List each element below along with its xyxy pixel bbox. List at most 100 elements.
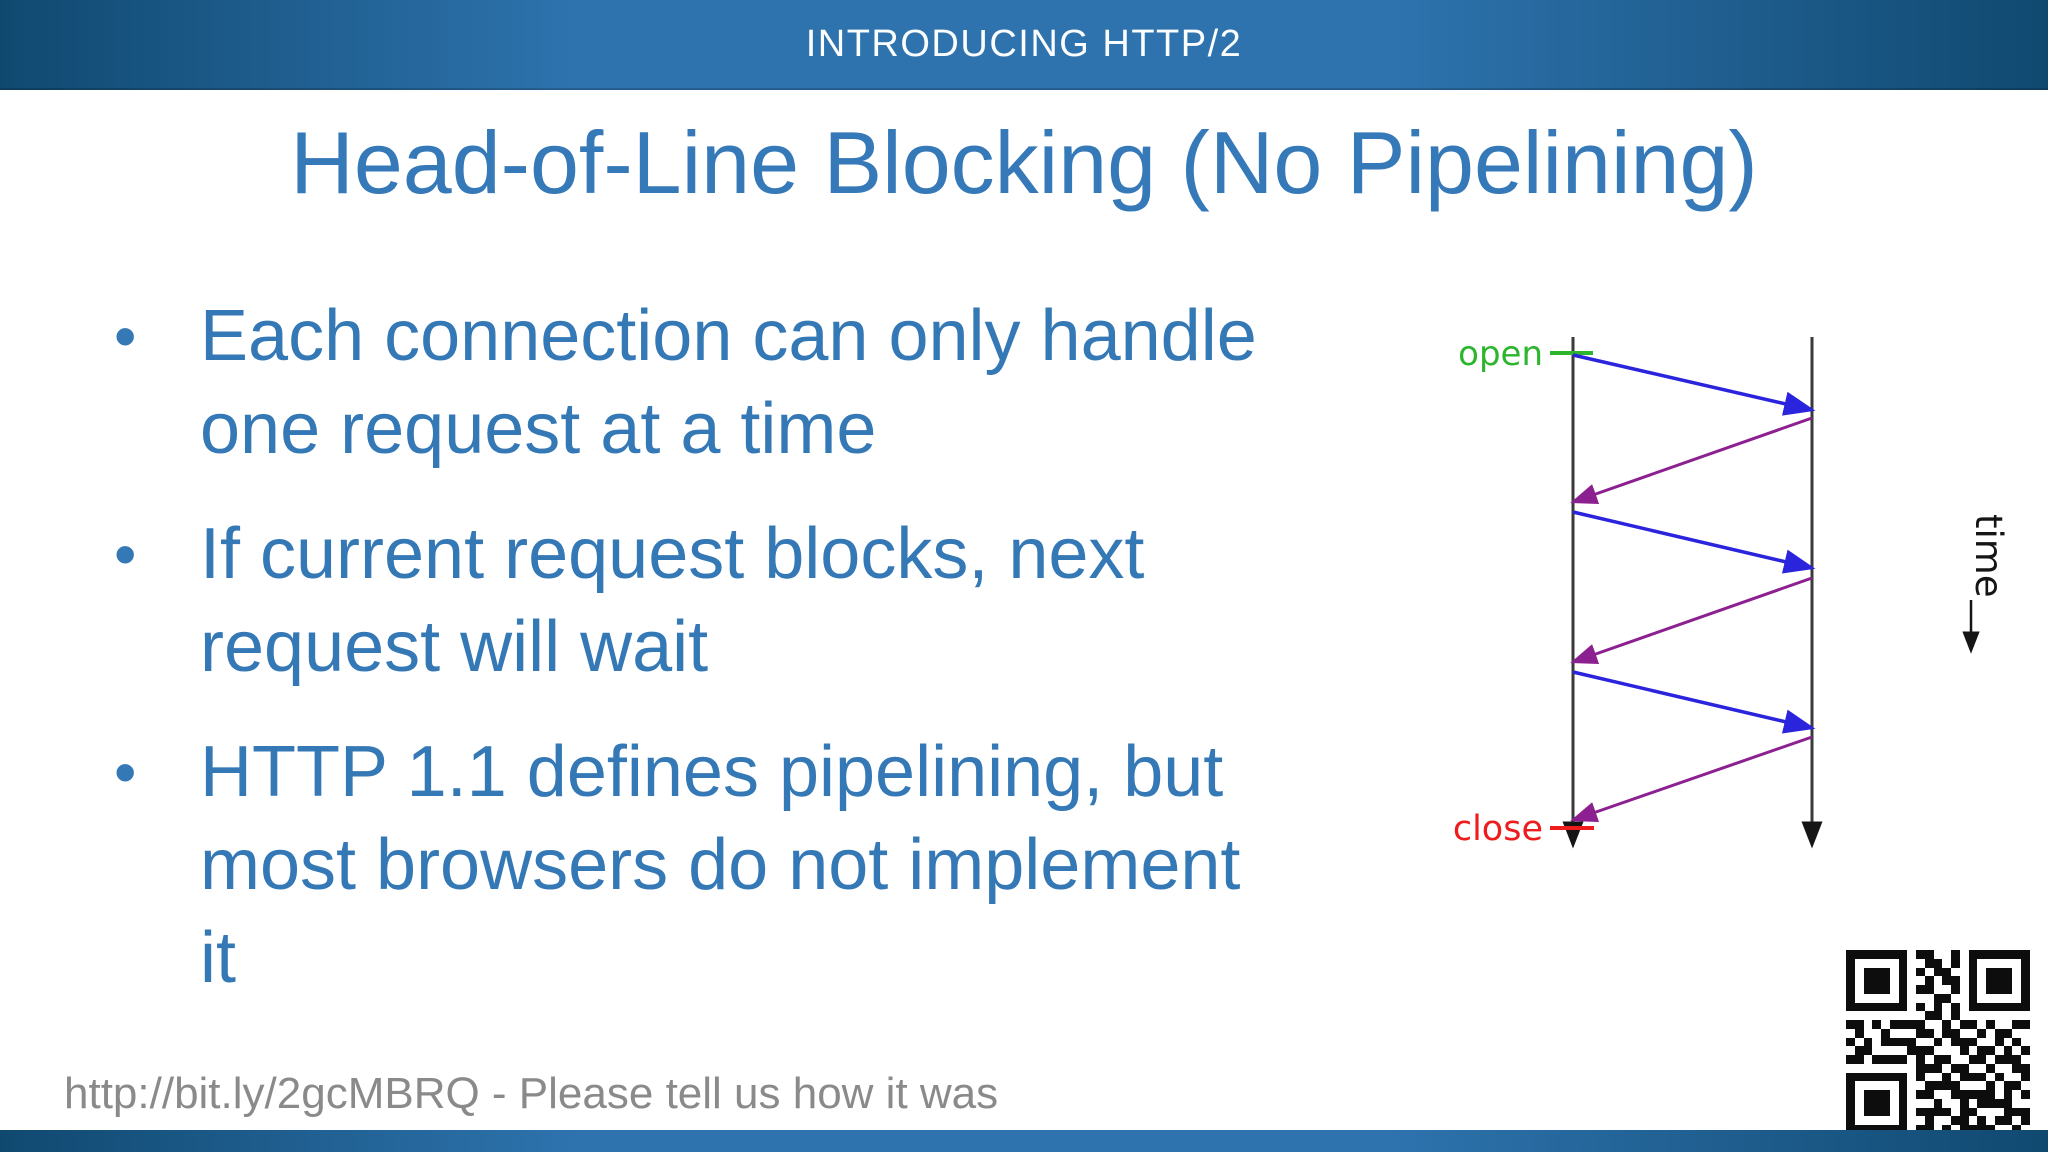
qr-module	[1994, 1028, 2004, 1038]
qr-module	[1942, 1046, 1951, 1055]
qr-module	[1855, 1099, 1864, 1108]
qr-module	[1933, 1081, 1943, 1091]
arrows-group	[1570, 353, 1816, 823]
qr-module	[1907, 1003, 1916, 1012]
top-banner: INTRODUCING HTTP/2	[0, 0, 2048, 90]
qr-module	[1889, 950, 1899, 959]
qr-module	[1863, 976, 1873, 986]
qr-module	[1889, 1072, 1899, 1082]
qr-module	[1872, 1002, 1882, 1012]
qr-module	[2012, 1099, 2021, 1108]
qr-module	[1872, 1107, 1882, 1117]
qr-module	[1881, 1090, 1890, 1099]
qr-module	[1864, 1020, 1873, 1029]
qr-module	[2012, 950, 2022, 959]
qr-module	[1916, 1038, 1925, 1047]
qr-module	[2003, 1116, 2013, 1126]
footer-note: http://bit.ly/2gcMBRQ - Please tell us h…	[64, 1069, 999, 1118]
qr-module	[1864, 959, 1873, 968]
qr-module	[1863, 1107, 1873, 1117]
qr-module	[2004, 1011, 2013, 1020]
qr-module	[1916, 1072, 1925, 1082]
qr-module	[1881, 1125, 1890, 1134]
qr-module	[1995, 1011, 2004, 1020]
qr-module	[1959, 1020, 1969, 1029]
qr-module	[1907, 950, 1916, 959]
qr-module	[1933, 1037, 1943, 1047]
qr-module	[1977, 1046, 1987, 1056]
qr-module	[1872, 1072, 1882, 1082]
request-arrow	[1572, 670, 1816, 734]
qr-module	[1977, 1055, 1987, 1064]
qr-module	[1890, 976, 1899, 985]
qr-module	[1881, 1107, 1890, 1117]
qr-module	[2012, 1029, 2021, 1038]
qr-module	[1994, 1116, 2004, 1126]
qr-module	[2021, 1002, 2030, 1012]
qr-module	[1969, 1116, 1978, 1125]
qr-module	[1846, 958, 1855, 968]
qr-module	[1942, 1011, 1951, 1020]
qr-module	[1916, 1116, 1925, 1125]
qr-module	[1864, 1029, 1873, 1038]
qr-module	[1916, 1125, 1925, 1134]
qr-module	[1951, 968, 1960, 977]
qr-module	[1925, 994, 1934, 1003]
qr-module	[1881, 1037, 1890, 1047]
qr-module	[1898, 1107, 1908, 1117]
qr-module	[1951, 994, 1960, 1003]
qr-module	[1899, 1011, 1908, 1020]
qr-module	[1898, 1090, 1908, 1099]
qr-module	[1846, 1090, 1855, 1099]
request-arrow	[1572, 353, 1816, 416]
qr-module	[1925, 1055, 1934, 1064]
qr-module	[1846, 1098, 1855, 1108]
qr-module	[1881, 1046, 1890, 1055]
qr-module	[1951, 1037, 1960, 1047]
qr-module	[1986, 1020, 1995, 1029]
qr-module	[1916, 1002, 1925, 1012]
qr-module	[1864, 994, 1873, 1003]
qr-module	[1890, 1116, 1899, 1125]
qr-module	[1960, 968, 1969, 977]
qr-module	[2012, 1046, 2021, 1055]
qr-module	[1855, 1108, 1864, 1117]
qr-module	[2021, 1020, 2030, 1029]
qr-module	[1942, 1090, 1951, 1099]
qr-module	[1951, 958, 1960, 968]
qr-module	[1863, 1072, 1873, 1082]
qr-module	[1846, 993, 1855, 1003]
qr-module	[1916, 1046, 1925, 1056]
qr-module	[1872, 1046, 1881, 1055]
qr-module	[1872, 1098, 1882, 1108]
qr-module	[1968, 1002, 1978, 1012]
qr-module	[1942, 1020, 1952, 1029]
bottom-banner	[0, 1130, 2048, 1152]
qr-module	[1968, 1055, 1978, 1064]
qr-module	[1864, 1064, 1873, 1073]
qr-module	[1898, 1072, 1908, 1082]
qr-module	[1933, 967, 1943, 977]
qr-module	[1977, 959, 1986, 968]
qr-module	[1846, 1064, 1855, 1073]
qr-module	[1994, 1098, 2004, 1108]
qr-module	[1977, 1072, 1987, 1082]
qr-module	[1881, 950, 1890, 959]
bullet-item: If current request blocks, next request …	[96, 508, 1516, 694]
qr-module	[1890, 1081, 1899, 1090]
qr-module	[1977, 1090, 1987, 1099]
qr-module	[1969, 1064, 1978, 1073]
qr-module	[1881, 1002, 1890, 1012]
qr-module	[1872, 1125, 1882, 1134]
qr-module	[1916, 1063, 1925, 1073]
qr-module	[1960, 1081, 1969, 1090]
qr-module	[1986, 1116, 1995, 1125]
qr-module	[1881, 959, 1890, 968]
qr-module	[1916, 994, 1925, 1003]
qr-module	[1916, 1090, 1925, 1099]
qr-module	[1968, 993, 1978, 1003]
qr-module	[1846, 1125, 1855, 1134]
qr-module	[1977, 1002, 1987, 1012]
qr-module	[1968, 985, 1978, 994]
qr-module	[1907, 985, 1916, 994]
